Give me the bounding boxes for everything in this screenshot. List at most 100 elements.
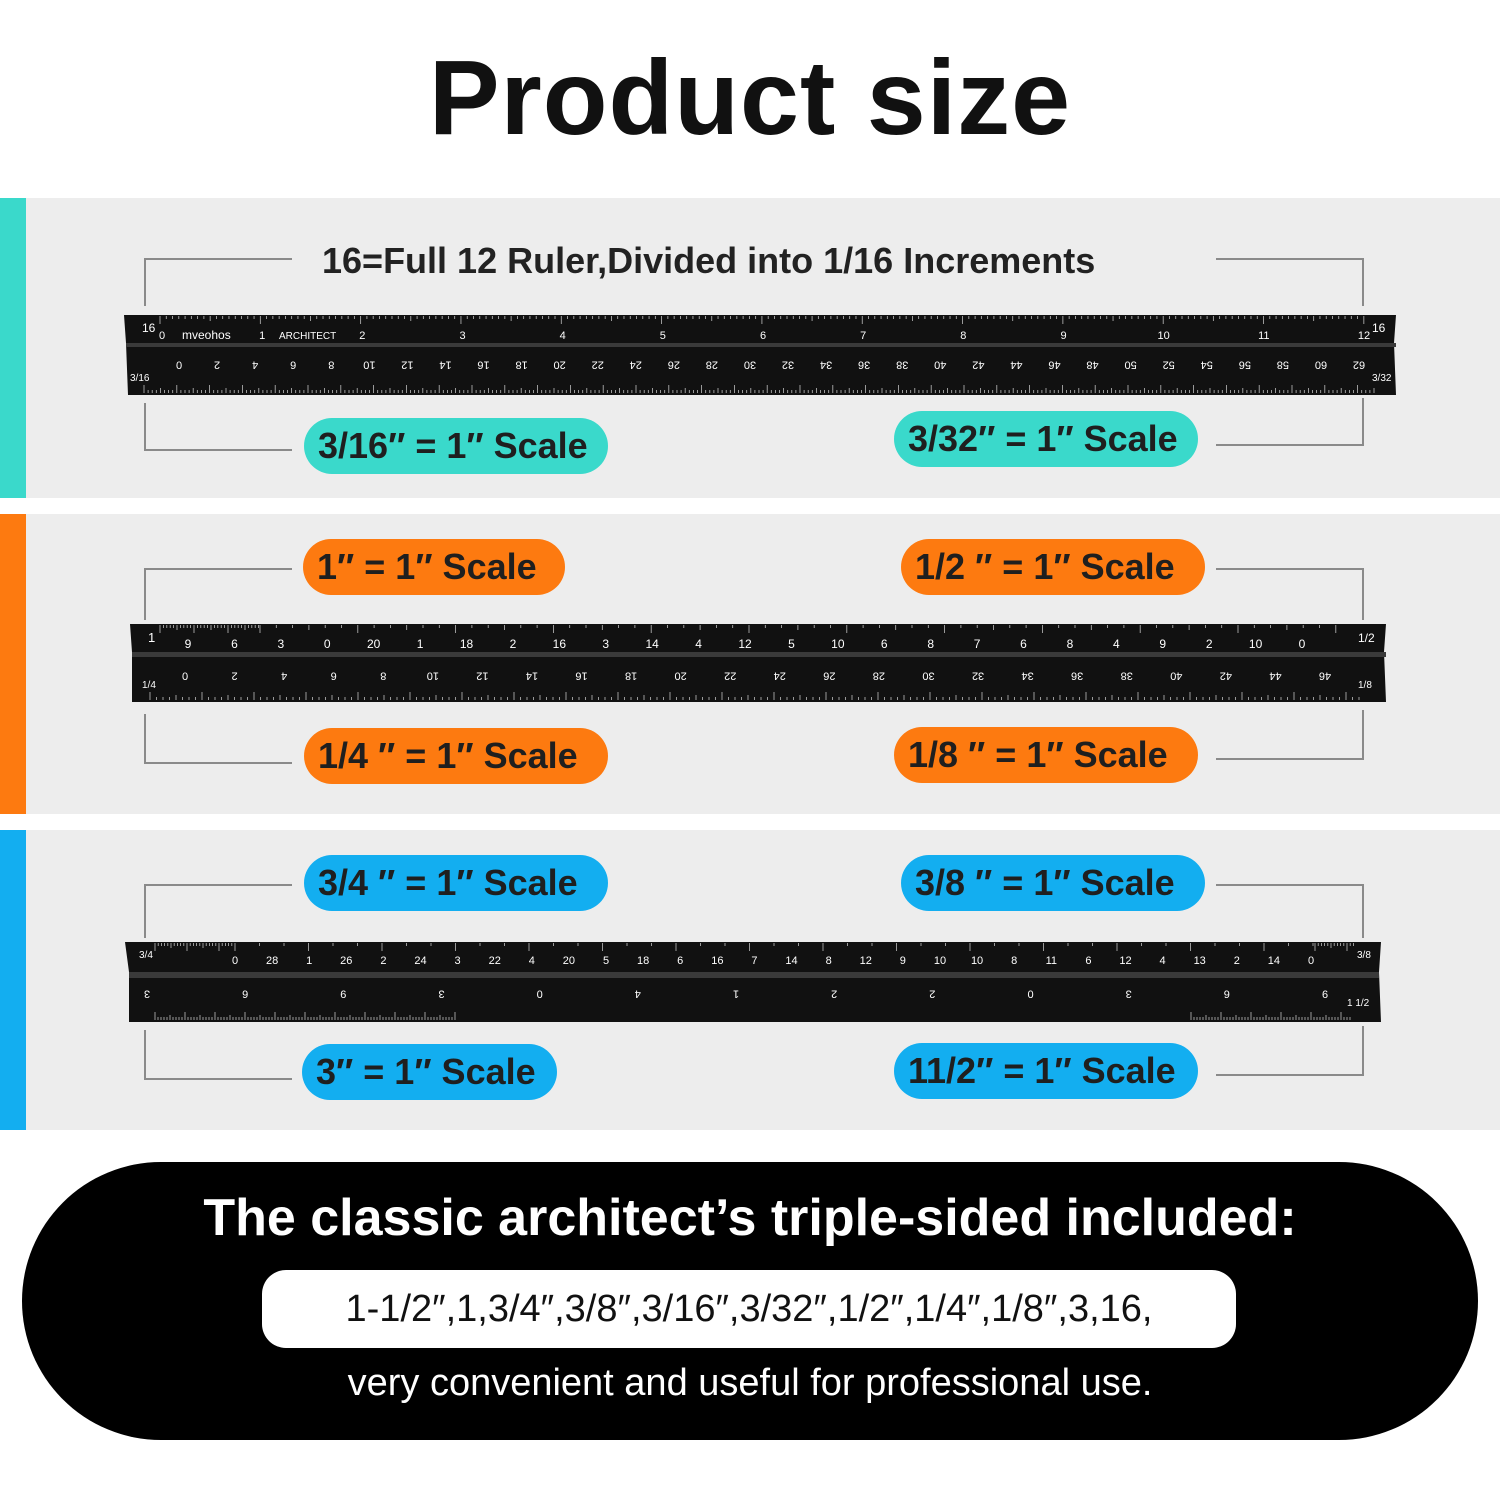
ruler-number: 58 <box>1277 359 1289 371</box>
ruler-end-label: 1/4 <box>142 680 156 691</box>
ruler-number: 5 <box>660 330 666 342</box>
ruler-number: 12 <box>738 637 752 651</box>
bracket-top-left <box>144 568 292 620</box>
ruler-number: 6 <box>242 988 248 1000</box>
ruler-number: 3 <box>438 988 444 1000</box>
ruler-number: 20 <box>367 637 381 651</box>
ruler-number: 2 <box>1234 955 1240 967</box>
ruler-number: 10 <box>934 955 946 967</box>
bracket-bottom-right <box>1216 398 1364 446</box>
ruler-number: 12 <box>401 359 413 371</box>
ruler-number: 0 <box>176 359 182 371</box>
ruler-number: 24 <box>414 955 426 967</box>
ruler-number: 22 <box>592 359 604 371</box>
ruler-number: 9 <box>340 988 346 1000</box>
ruler-number: 60 <box>1315 359 1327 371</box>
bracket-top-right <box>1216 884 1364 938</box>
ruler-number: 18 <box>625 670 637 682</box>
ruler-end-label: 3/8 <box>1357 950 1371 961</box>
bracket-top-left <box>144 258 292 306</box>
scale-badge-3-32: 3/32″ = 1″ Scale <box>894 411 1198 467</box>
bracket-top-right <box>1216 258 1364 306</box>
ruler-number: 8 <box>826 955 832 967</box>
ruler-number: 1 <box>306 955 312 967</box>
ruler-number: 34 <box>1021 670 1033 682</box>
section-accent-bar <box>0 514 26 814</box>
ruler-number: 38 <box>1121 670 1133 682</box>
ruler-number: 8 <box>1011 955 1017 967</box>
ruler-number: 8 <box>960 330 966 342</box>
ruler-number: 50 <box>1124 359 1136 371</box>
ruler-number: 12 <box>1358 330 1370 342</box>
ruler-number: 4 <box>560 330 566 342</box>
ruler-number: 9 <box>1060 330 1066 342</box>
ruler-number: 3 <box>144 988 150 1000</box>
ruler-number: 8 <box>1067 637 1074 651</box>
ruler-number: 18 <box>460 637 474 651</box>
ruler-number: 5 <box>603 955 609 967</box>
ruler-edge <box>126 343 1396 347</box>
ruler-end-label: 1 1/2 <box>1347 998 1370 1009</box>
bracket-bottom-right <box>1216 710 1364 760</box>
ruler-number: 10 <box>971 955 983 967</box>
bracket-bottom-left <box>144 714 292 764</box>
ruler-number: 8 <box>927 637 934 651</box>
scale-badge-1-2: 1/2 ″ = 1″ Scale <box>901 539 1205 595</box>
ruler-end-label: 1 <box>148 630 155 645</box>
ruler-number: 26 <box>340 955 352 967</box>
ruler-number: 36 <box>1071 670 1083 682</box>
ruler-number: 6 <box>1020 637 1027 651</box>
scale-badge-1-8: 1/8 ″ = 1″ Scale <box>894 727 1198 783</box>
ruler-number: 10 <box>831 637 845 651</box>
bracket-bottom-left <box>144 403 292 451</box>
ruler-number: 12 <box>476 670 488 682</box>
bracket-bottom-right <box>1216 1026 1364 1076</box>
summary-panel: The classic architect’s triple-sided inc… <box>22 1162 1478 1440</box>
ruler-number: 9 <box>900 955 906 967</box>
ruler-brand: mveohos <box>182 328 231 342</box>
ruler-number: 2 <box>929 988 935 1000</box>
ruler-number: 16 <box>553 637 567 651</box>
ruler-number: 22 <box>489 955 501 967</box>
scale-badge-3: 3″ = 1″ Scale <box>302 1044 557 1100</box>
ruler-number: 9 <box>1322 988 1328 1000</box>
bracket-top-right <box>1216 568 1364 620</box>
ruler-number: 6 <box>231 637 238 651</box>
ruler-number: 40 <box>1170 670 1182 682</box>
ruler-number: 8 <box>328 359 334 371</box>
ruler-number: 7 <box>751 955 757 967</box>
ruler-number: 16 <box>711 955 723 967</box>
ruler-number: 2 <box>510 637 517 651</box>
ruler-number: 4 <box>281 670 287 682</box>
ruler-number: 10 <box>1249 637 1263 651</box>
ruler-number: 3 <box>455 955 461 967</box>
ruler-number: 10 <box>1158 330 1170 342</box>
scale-badge-1: 1″ = 1″ Scale <box>303 539 565 595</box>
ruler-number: 28 <box>706 359 718 371</box>
ruler-number: 10 <box>363 359 375 371</box>
ruler-number: 6 <box>331 670 337 682</box>
ruler-number: 1 <box>259 330 265 342</box>
ruler-end-label: 3/16 <box>130 373 150 384</box>
ruler-number: 26 <box>823 670 835 682</box>
ruler-number: 0 <box>182 670 188 682</box>
ruler-number: 14 <box>1268 955 1280 967</box>
ruler-number: 9 <box>185 637 192 651</box>
ruler-end-label: 3/4 <box>139 950 153 961</box>
ruler-number: 46 <box>1048 359 1060 371</box>
ruler-number: 44 <box>1010 359 1022 371</box>
ruler-end-label: 16 <box>1372 321 1386 335</box>
ruler-number: 0 <box>159 330 165 342</box>
ruler-number: 2 <box>214 359 220 371</box>
ruler-number: 0 <box>1308 955 1314 967</box>
ruler-number: 20 <box>554 359 566 371</box>
ruler-number: 6 <box>290 359 296 371</box>
ruler-number: 26 <box>668 359 680 371</box>
ruler-number: 6 <box>1085 955 1091 967</box>
ruler-number: 4 <box>635 988 641 1000</box>
ruler-number: 0 <box>324 637 331 651</box>
